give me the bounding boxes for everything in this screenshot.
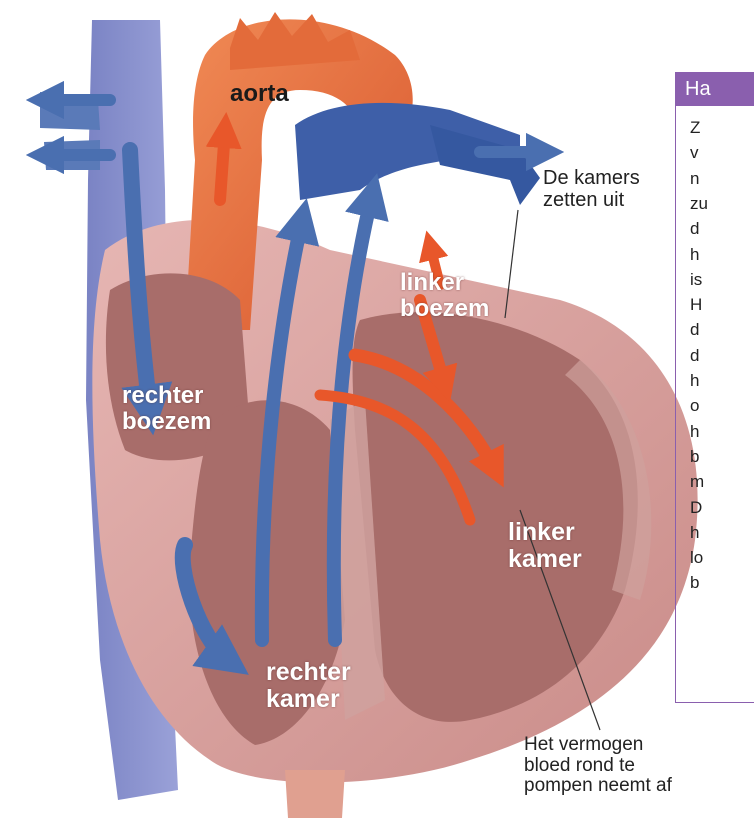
label-linker-boezem: linker boezem: [400, 270, 489, 322]
side-panel-line: b: [690, 447, 699, 467]
side-panel-line: is: [690, 270, 702, 290]
side-panel-line: b: [690, 573, 699, 593]
side-panel-line: h: [690, 523, 699, 543]
label-rechter-boezem: rechter boezem: [122, 383, 211, 435]
label-vermogen: Het vermogen bloed rond te pompen neemt …: [524, 735, 672, 797]
label-kamers-zetten-uit: De kamers zetten uit: [543, 168, 640, 211]
side-panel-line: h: [690, 371, 699, 391]
side-panel-header: Ha: [675, 72, 754, 106]
bottom-vessel: [285, 770, 345, 818]
side-panel-line: lo: [690, 548, 703, 568]
side-panel-line: d: [690, 320, 699, 340]
label-linker-kamer: linker kamer: [508, 519, 582, 573]
side-panel-line: zu: [690, 194, 708, 214]
side-panel-line: n: [690, 169, 699, 189]
side-panel-line: D: [690, 498, 702, 518]
side-panel-line: d: [690, 219, 699, 239]
label-rechter-kamer: rechter kamer: [266, 659, 351, 713]
red-arrow-aorta: [220, 130, 225, 200]
side-panel-line: h: [690, 422, 699, 442]
side-panel-line: v: [690, 143, 699, 163]
label-aorta: aorta: [230, 81, 289, 107]
side-panel-line: d: [690, 346, 699, 366]
side-panel-line: Z: [690, 118, 700, 138]
side-panel-line: o: [690, 396, 699, 416]
side-panel-line: h: [690, 245, 699, 265]
side-panel-line: H: [690, 295, 702, 315]
side-panel-line: m: [690, 472, 704, 492]
